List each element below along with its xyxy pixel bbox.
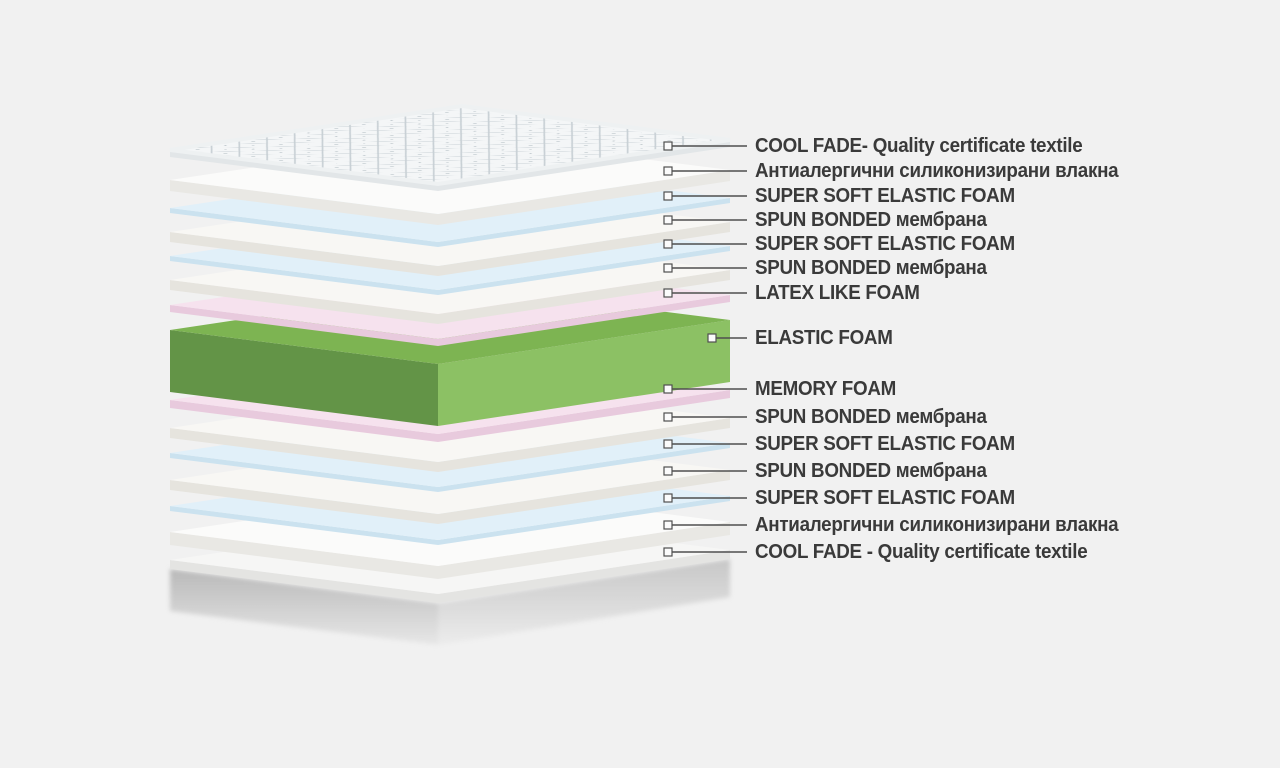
layer-label: ELASTIC FOAM [755,327,893,349]
layer-side [438,390,730,442]
layer-label: LATEX LIKE FOAM [755,282,920,304]
layer-side [170,180,438,225]
leader-marker [663,412,673,422]
layer-label: COOL FADE - Quality certificate textile [755,541,1088,563]
layer-side [170,280,438,324]
leader-marker [663,384,673,394]
layer-top-quilted [169,103,731,187]
leader-marker [663,239,673,249]
layer-side [438,496,730,545]
layer-side [170,532,438,579]
leader-marker [663,520,673,530]
layer-side [170,208,438,247]
layer-label: SPUN BONDED мембрана [755,460,987,482]
layer-label: SUPER SOFT ELASTIC FOAM [755,185,1015,207]
layer-side [170,256,438,295]
layer-side [170,453,438,492]
layer-label: MEMORY FOAM [755,378,897,400]
layer-1-quilted-textile [169,103,731,191]
leader-marker [663,141,673,151]
layer-side [438,198,730,247]
layer-side [170,506,438,545]
leader-marker [663,263,673,273]
leader-marker [663,166,673,176]
leader-marker [663,493,673,503]
layer-label: SPUN BONDED мембрана [755,406,987,428]
layer-side [170,400,438,442]
leader-marker [707,333,717,343]
layer-side [438,246,730,295]
leader-marker [663,215,673,225]
layer-side [438,295,730,346]
leader-lines [663,141,747,557]
layer-label: SUPER SOFT ELASTIC FOAM [755,487,1015,509]
leader-marker [663,288,673,298]
layer-label: SPUN BONDED мембрана [755,257,987,279]
layer-label: SUPER SOFT ELASTIC FOAM [755,233,1015,255]
ground-shadow [170,559,730,645]
layer-side [438,550,730,603]
layer-side [438,170,730,225]
layer-side [170,305,438,346]
layer-side [438,418,730,472]
layer-side [438,320,730,426]
layer-side [170,560,438,603]
layer-label: COOL FADE- Quality certificate textile [755,135,1083,157]
layer-side [170,330,438,426]
shadow-left [170,569,438,645]
layer-label: SPUN BONDED мембрана [755,209,987,231]
leader-marker [663,547,673,557]
layer-side [438,443,730,492]
layer-side [170,232,438,276]
layer-side [438,522,730,579]
layer-side [170,428,438,472]
leader-marker [663,466,673,476]
leader-marker [663,439,673,449]
layer-label: SUPER SOFT ELASTIC FOAM [755,433,1015,455]
layer-side [438,470,730,524]
layer-side [438,222,730,276]
layer-label: Антиалергични силиконизирани влакна [755,514,1119,536]
shadow-right [438,559,730,645]
leader-marker [663,191,673,201]
layer-label: Антиалергични силиконизирани влакна [755,160,1119,182]
layer-side [438,270,730,324]
layer-side [170,480,438,524]
